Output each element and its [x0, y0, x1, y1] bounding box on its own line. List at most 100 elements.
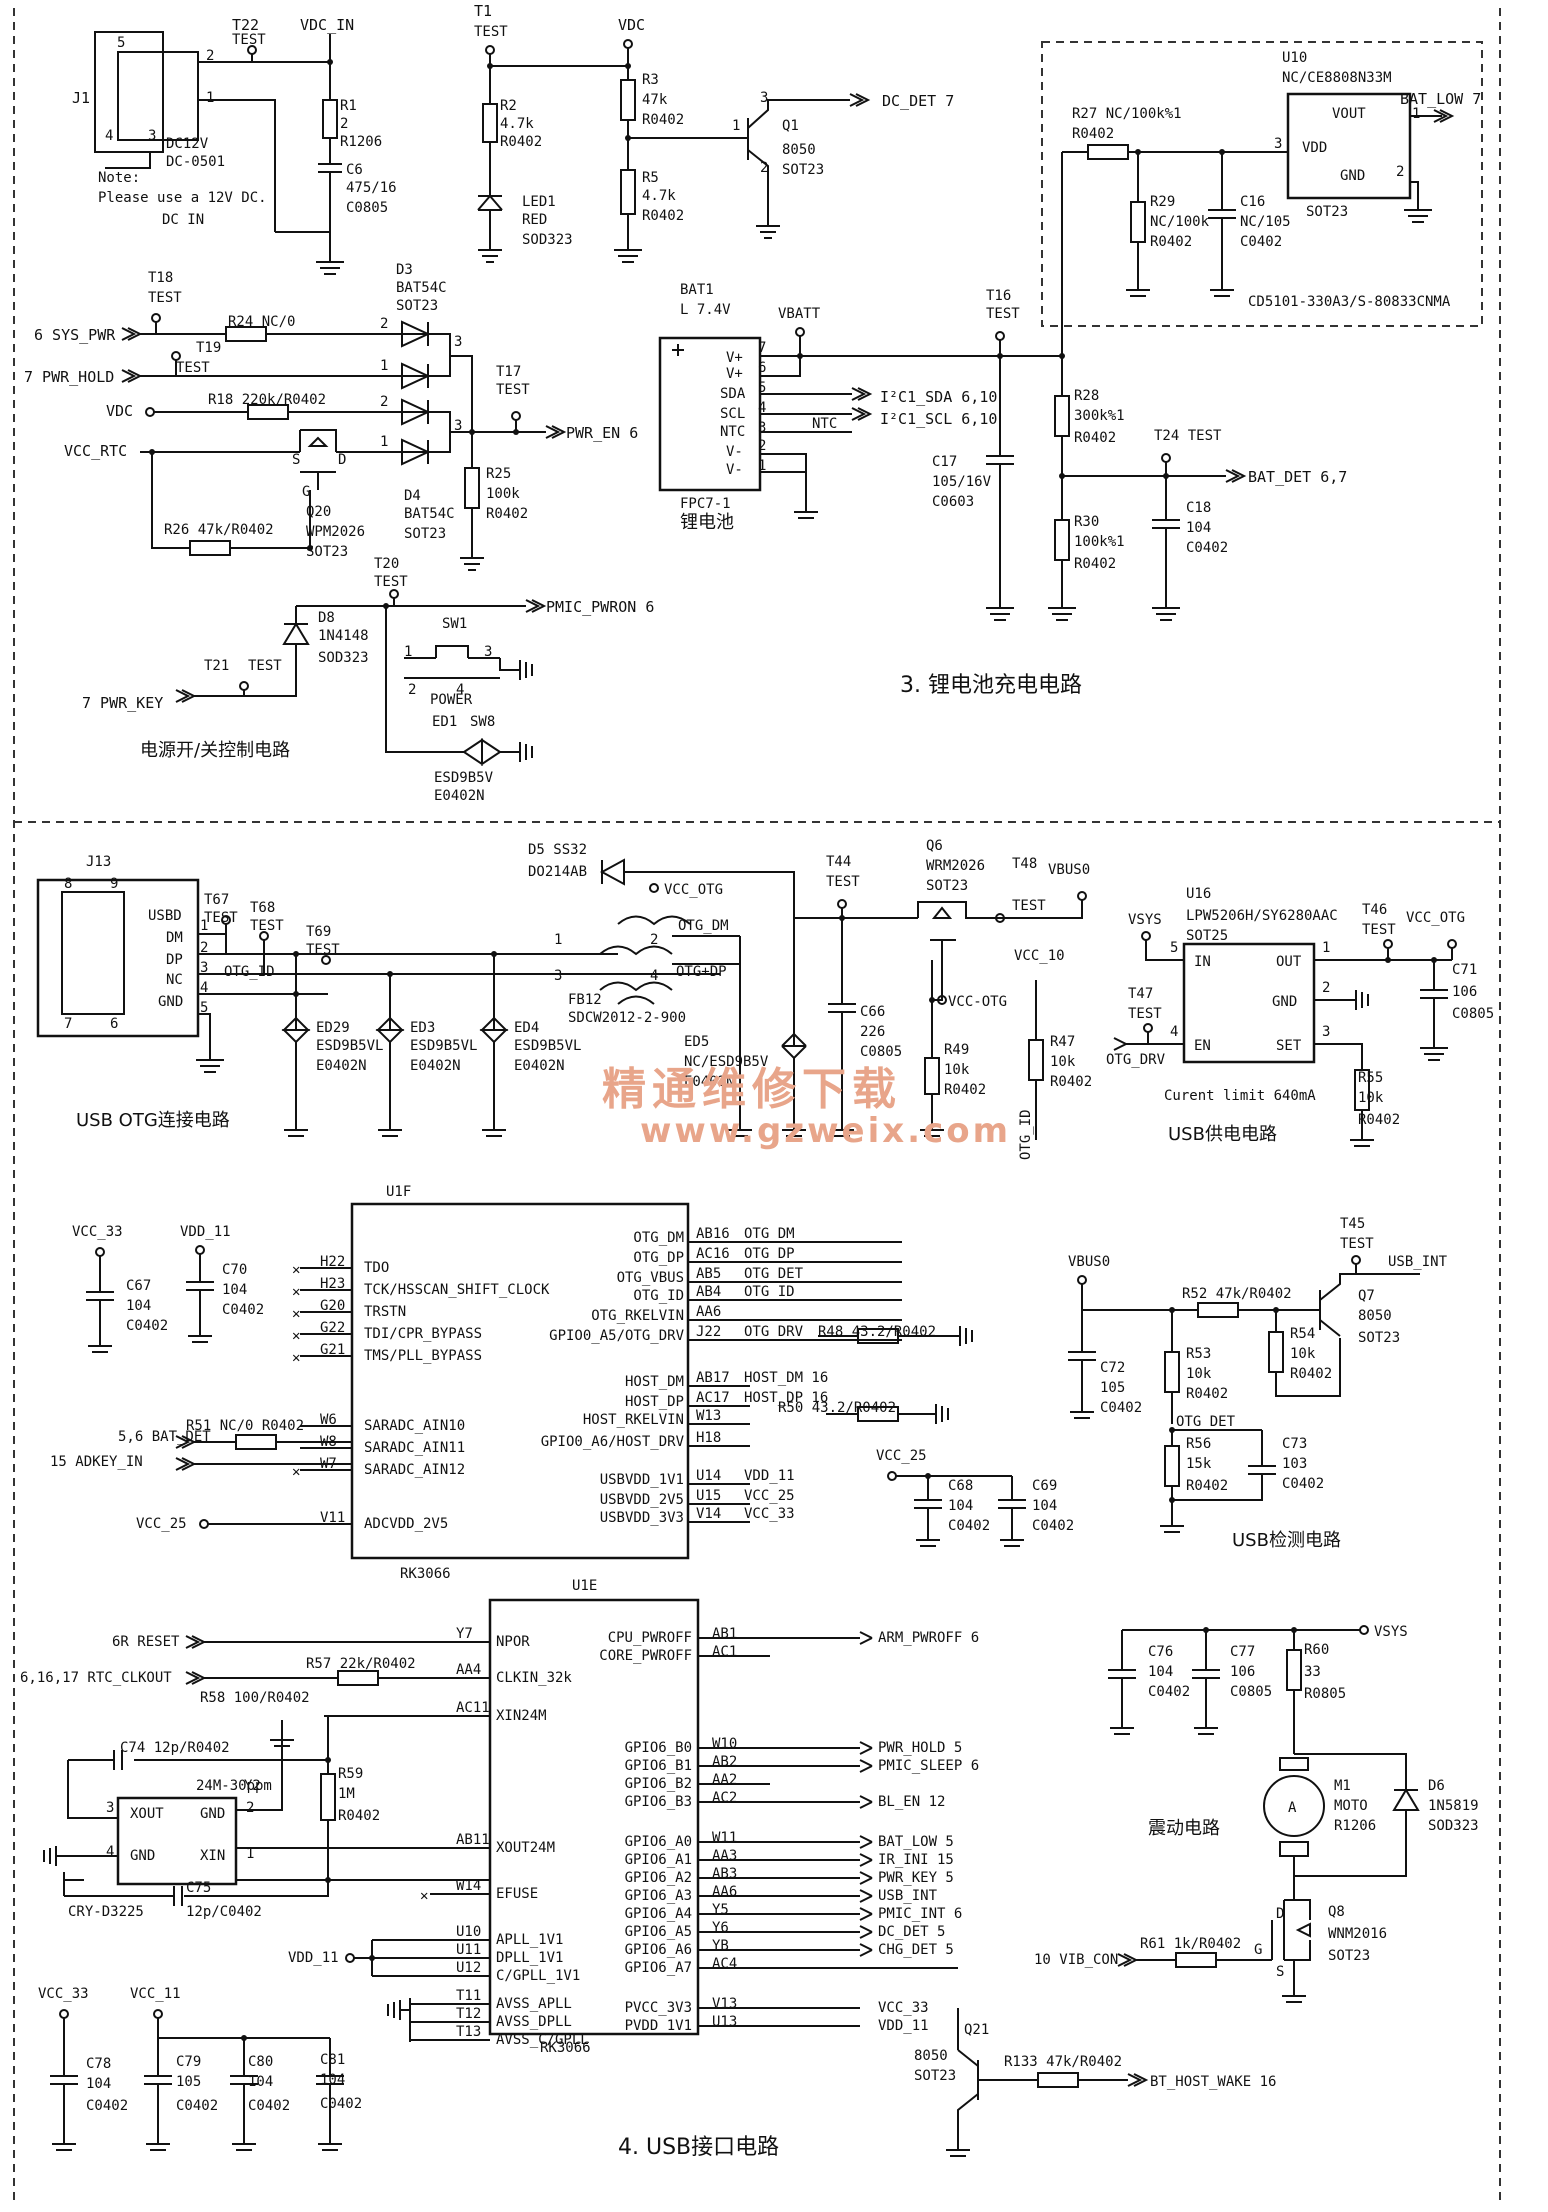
- svg-text:SOT25: SOT25: [1186, 928, 1228, 944]
- svg-text:R29: R29: [1150, 194, 1175, 210]
- svg-text:VDD_11: VDD_11: [180, 1224, 231, 1240]
- svg-text:USB检测电路: USB检测电路: [1232, 1530, 1341, 1551]
- u1e-pin-number: AC1: [712, 1644, 737, 1660]
- svg-text:R0402: R0402: [1072, 126, 1114, 142]
- svg-text:Q6: Q6: [926, 838, 943, 854]
- svg-text:C77: C77: [1230, 1644, 1255, 1660]
- svg-text:R0402: R0402: [1186, 1478, 1228, 1494]
- u1e-pin-name: AVSS_APLL: [496, 1996, 572, 2012]
- bat-low-block: U10 NC/CE8808N33M VOUT VDD GND SOT23 1 3…: [1041, 41, 1483, 360]
- u1f-pin-number: AC16: [696, 1246, 730, 1262]
- no-connect-mark: ✕: [292, 1350, 300, 1366]
- svg-text:2: 2: [760, 160, 768, 176]
- svg-text:SW1: SW1: [442, 616, 467, 632]
- svg-text:BAT54C: BAT54C: [404, 506, 455, 522]
- u1e-pin-number: Y6: [712, 1920, 729, 1936]
- u1e-net-label: USB_INT: [878, 1888, 938, 1904]
- u1e-pin-name: GPIO6_A0: [625, 1834, 692, 1850]
- svg-text:R47: R47: [1050, 1034, 1075, 1050]
- svg-text:USB_INT: USB_INT: [1388, 1254, 1448, 1270]
- svg-text:NC/100k: NC/100k: [1150, 214, 1210, 230]
- svg-text:C0805: C0805: [1452, 1006, 1494, 1022]
- svg-text:TEST: TEST: [1340, 1236, 1374, 1252]
- svg-text:R0402: R0402: [1290, 1366, 1332, 1382]
- svg-text:RK3066: RK3066: [400, 1566, 451, 1582]
- svg-text:SET: SET: [1276, 1038, 1302, 1054]
- svg-text:C81: C81: [320, 2052, 345, 2068]
- svg-text:OTG+DP: OTG+DP: [676, 964, 727, 980]
- svg-text:105: 105: [1100, 1380, 1125, 1396]
- svg-text:锂电池: 锂电池: [680, 512, 734, 533]
- svg-text:3: 3: [758, 420, 766, 436]
- svg-text:VCC_OTG: VCC_OTG: [1406, 910, 1465, 926]
- svg-text:5: 5: [117, 35, 125, 51]
- svg-text:R5: R5: [642, 170, 659, 186]
- svg-text:T44: T44: [826, 854, 851, 870]
- svg-text:D: D: [1276, 1906, 1284, 1922]
- u1f-pin-name: TRSTN: [364, 1304, 406, 1320]
- svg-text:R48 43.2/R0402: R48 43.2/R0402: [818, 1324, 936, 1340]
- svg-text:C18: C18: [1186, 500, 1211, 516]
- svg-text:GND: GND: [200, 1806, 225, 1822]
- u1e-pin-number: AB2: [712, 1754, 737, 1770]
- svg-text:VCC_10: VCC_10: [1014, 948, 1065, 964]
- u1e-pin-name: AVSS_C/GPLL: [496, 2032, 589, 2048]
- svg-text:C0402: C0402: [1282, 1476, 1324, 1492]
- svg-text:1: 1: [758, 458, 766, 474]
- svg-text:T69: T69: [306, 924, 331, 940]
- svg-text:300k%1: 300k%1: [1074, 408, 1125, 424]
- svg-text:R133 47k/R0402: R133 47k/R0402: [1004, 2054, 1122, 2070]
- svg-text:1: 1: [1412, 106, 1420, 122]
- svg-text:OTG_DM: OTG_DM: [678, 918, 729, 934]
- svg-text:R59: R59: [338, 1766, 363, 1782]
- svg-text:C17: C17: [932, 454, 957, 470]
- svg-text:TEST: TEST: [148, 290, 182, 306]
- u1e-pin-number: AC2: [712, 1790, 737, 1806]
- svg-text:SOT23: SOT23: [1306, 204, 1348, 220]
- svg-text:FPC7-1: FPC7-1: [680, 496, 731, 512]
- svg-text:PWR_EN 6: PWR_EN 6: [566, 424, 638, 442]
- svg-text:BAT_LOW 7: BAT_LOW 7: [1400, 90, 1481, 108]
- watermark: 精通维修下载 www.gzweix.com: [602, 1064, 1011, 1151]
- u1e-pin-name: NPOR: [496, 1634, 530, 1650]
- u1f-pin-name: USBVDD_1V1: [600, 1472, 684, 1488]
- u1f-pin-number: W13: [696, 1408, 721, 1424]
- svg-text:U10: U10: [1282, 50, 1307, 66]
- svg-text:T16: T16: [986, 288, 1011, 304]
- svg-text:3: 3: [454, 334, 462, 350]
- svg-text:S: S: [292, 452, 300, 468]
- svg-text:C69: C69: [1032, 1478, 1057, 1494]
- svg-text:E0402N: E0402N: [434, 788, 485, 804]
- svg-text:R49: R49: [944, 1042, 969, 1058]
- svg-text:SOT23: SOT23: [404, 526, 446, 542]
- svg-text:R0402: R0402: [1074, 430, 1116, 446]
- net-arrow: [859, 1637, 873, 1645]
- u1e-pin-name: C/GPLL_1V1: [496, 1968, 580, 1984]
- svg-text:1: 1: [206, 90, 214, 106]
- u1f-pin-name: USBVDD_3V3: [600, 1510, 684, 1526]
- svg-text:T47: T47: [1128, 986, 1153, 1002]
- svg-text:NC/CE8808N33M: NC/CE8808N33M: [1282, 70, 1392, 86]
- svg-text:TEST: TEST: [176, 360, 210, 376]
- svg-text:3: 3: [554, 968, 562, 984]
- svg-text:OTG_ID: OTG_ID: [1018, 1109, 1034, 1160]
- u1e-pin-name: GPIO6_A2: [625, 1870, 692, 1886]
- svg-text:Q20: Q20: [306, 504, 331, 520]
- svg-text:C0402: C0402: [176, 2098, 218, 2114]
- svg-text:FB12: FB12: [568, 992, 602, 1008]
- power-control-block: T18 TEST 6 SYS_PWR R24 NC/0 T19 TEST 7 P…: [24, 262, 654, 804]
- u1f-pin-name: OTG_ID: [633, 1288, 684, 1304]
- svg-text:ESD9B5VL: ESD9B5VL: [316, 1038, 383, 1054]
- svg-text:VDC_IN: VDC_IN: [300, 16, 354, 34]
- svg-text:T18: T18: [148, 270, 173, 286]
- u1e-net-label: PWR_HOLD 5: [878, 1740, 962, 1756]
- u1e-net-label: DC_DET 5: [878, 1924, 945, 1940]
- svg-text:VBUS0: VBUS0: [1068, 1254, 1110, 1270]
- u1e-chip: U1E RK3066 NPORY7CLKIN_32kAA4XIN24MAC11X…: [20, 1578, 1276, 2157]
- svg-text:4: 4: [106, 1844, 114, 1860]
- u1e-pin-name: CORE_PWROFF: [599, 1648, 692, 1664]
- u1f-pin-number: AC17: [696, 1390, 730, 1406]
- u1f-pin-number: G20: [320, 1298, 345, 1314]
- svg-text:www.gzweix.com: www.gzweix.com: [640, 1111, 1011, 1151]
- svg-text:12p/C0402: 12p/C0402: [186, 1904, 262, 1920]
